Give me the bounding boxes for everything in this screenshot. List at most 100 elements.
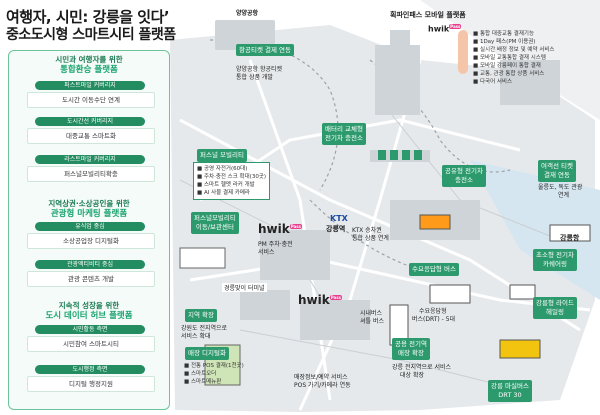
hwik-pass-title: 휙파인패스 모바일 플랫폼 xyxy=(390,11,466,19)
hwik-pass-badge: Pass xyxy=(449,24,462,29)
ev-expansion-line1: 공용 전기역 xyxy=(395,340,427,348)
cruise-card-line1: 여객선 티켓 xyxy=(541,162,573,170)
section1-item2-header: 도시간선 커버리지 xyxy=(35,117,145,126)
hwik-station-text: hwik xyxy=(258,222,290,236)
store-feature-3: ■ 스마트메뉴판 xyxy=(184,379,222,385)
demand-bus-card: 수요응답형 버스 xyxy=(409,263,459,276)
hwik-logo-center: hwikPass xyxy=(298,293,343,307)
section2-title-line1: 지역상권·소상공인을 위한 xyxy=(48,199,130,208)
section3-title-line1: 지속적 성장을 위한 xyxy=(58,301,120,310)
ride-hailing-card: 강릉형 라이드 헤일링 xyxy=(533,297,577,319)
section3-item1-value: 시민참여 스마트시티 xyxy=(27,336,155,352)
pm-parking-line2: 서비스 xyxy=(258,249,275,256)
shared-ev-charging-card: 공유형 전기차 충전소 xyxy=(442,165,486,187)
section1-item3-value: 퍼스널모빌리티확충 xyxy=(27,166,155,182)
local-expansion-card: 지역 확장 xyxy=(185,309,217,322)
battery-card-line2: 전기차 충전소 xyxy=(325,134,363,142)
gangneung-bus-card: 강릉 마실버스 DRT 30 xyxy=(488,380,532,402)
section3-title: 지속적 성장을 위한 도시 데이터 허브 플랫폼 xyxy=(9,301,169,321)
gangneung-port-label: 강릉항 xyxy=(560,234,580,242)
section3-item1-header: 시민활동 측면 xyxy=(35,325,145,334)
section1-item3-header: 라스트마일 커버리지 xyxy=(35,155,145,164)
ev-expansion-desc1: 강릉 전지역으로 서비스 xyxy=(392,364,452,371)
section2-item1-value: 소상공업장 디지털화 xyxy=(27,233,155,249)
hwik-center-text: hwik xyxy=(298,293,330,307)
airport-desc-line2: 통합 상품 개발 xyxy=(236,74,273,81)
section1-item2-value: 대중교통 스마트화 xyxy=(27,128,155,144)
section1-title: 시민과 여행자를 위한 통합환승 플랫폼 xyxy=(9,55,169,75)
store-feature-1: ■ 전통 POS 결재(1천곳) xyxy=(184,363,244,369)
section1-item1-header: 퍼스트마일 커버리지 xyxy=(35,81,145,90)
pm-feature-2: ■ 주차·충전 스크 확대(30곳) xyxy=(197,174,267,180)
main-title-line2: 중소도시형 스마트시티 플랫폼 xyxy=(6,27,176,43)
cruise-desc-line2: 연계 xyxy=(558,192,570,199)
demand-bus-desc2: 버스(DRT) - 5대 xyxy=(412,316,456,323)
shared-ev-line2: 충전소 xyxy=(455,176,473,184)
ev-expansion-desc2: 대상 확장 xyxy=(400,372,424,379)
smart-terminal-label: 경릉맞이 터미널 xyxy=(222,283,267,292)
airport-card-title: 항공티켓 결제 연동 xyxy=(239,46,291,54)
local-expansion-desc1: 강원도 전지역으로 xyxy=(181,325,228,332)
cruise-card-line2: 결재 연동 xyxy=(543,171,570,179)
pm-feature-3: ■ 스마트 헬멧 라커 개발 xyxy=(197,182,255,188)
ktx-ticket-line2: 통합 상품 연계 xyxy=(352,235,389,242)
cruise-ticket-card: 여객선 티켓 결재 연동 xyxy=(538,160,576,182)
hwik-feature-3: ■ 실시간 배정 정보 및 예약 서비스 xyxy=(473,47,555,53)
hwik-pass-feature-list: ■ 통합 대중교통 결재기능 ■ 1Day 패스(PM 이용권) ■ 실시간 배… xyxy=(470,28,557,88)
shared-ev-line1: 공유형 전기차 xyxy=(445,167,483,175)
battery-swap-card: 배터리 교체형 전기차 충전소 xyxy=(322,123,366,145)
gangneung-station-label: 강릉역 xyxy=(326,225,346,233)
ev-expansion-line2: 매장 확장 xyxy=(397,349,424,357)
hwik-feature-1: ■ 통합 대중교통 결재기능 xyxy=(473,31,535,37)
personal-mobility-list: ■ 공영 자전거(60대) ■ 주차·충전 스크 확대(30곳) ■ 스마트 헬… xyxy=(193,162,271,200)
city-bus-label: 시내버스 xyxy=(360,310,383,317)
hwik-feature-5: ■ 모바일 강릉페이 통합 결재 xyxy=(473,63,541,69)
hwik-pass-logo: hwikPass xyxy=(428,24,462,34)
store-feature-2: ■ 스마트오더 xyxy=(184,371,217,377)
hwik-feature-4: ■ 모바일 교통통합 결재 시스템 xyxy=(473,55,546,61)
section1-title-line2: 통합환승 플랫폼 xyxy=(60,65,118,75)
platform-overview-panel: 시민과 여행자를 위한 통합환승 플랫폼 퍼스트마일 커버리지 도시간 이동수단… xyxy=(8,50,170,410)
small-ev-card: 초소형 전기차 카쉐어링 xyxy=(533,249,577,271)
small-ev-line1: 초소형 전기차 xyxy=(536,251,574,259)
section2-item2-value: 관광 콘텐츠 개발 xyxy=(27,271,155,287)
hwik-feature-2: ■ 1Day 패스(PM 이용권) xyxy=(473,39,536,45)
section3-title-line2: 도시 데이터 허브 플랫폼 xyxy=(45,311,133,321)
pm-parking-line1: PM 주차·충전 xyxy=(258,241,293,248)
store-digital-list: ■ 전통 POS 결재(1천곳) ■ 스마트오더 ■ 스마트메뉴판 xyxy=(181,360,247,388)
gangneung-bus-line2: DRT 30 xyxy=(498,391,522,399)
ktx-label: KTX xyxy=(330,214,348,223)
section2-title: 지역상권·소상공인을 위한 관광형 마케팅 플랫폼 xyxy=(9,199,169,219)
section2-item1-header: 유식업 중심 xyxy=(35,222,145,231)
airport-desc-line1: 양양공항 항공티켓 xyxy=(236,66,283,73)
pm-feature-4: ■ AI 사물 결제 카메라 xyxy=(197,190,250,196)
pm-hub-line2: 이동/보관센터 xyxy=(195,223,234,231)
hwik-pass-logo-text: hwik xyxy=(428,24,450,34)
ride-hailing-line2: 헤일링 xyxy=(546,308,564,316)
demand-bus-desc1: 수요응답형 xyxy=(419,308,447,315)
battery-card-line1: 배터리 교체형 xyxy=(325,125,363,133)
ev-expansion-card: 공용 전기역 매장 확장 xyxy=(392,338,430,360)
store-data-line1: 매장정보/예약 서비스 xyxy=(294,374,348,381)
shuttle-bus-label: 셔틀 버스 xyxy=(360,318,384,325)
section3-item2-header: 도시행정 측면 xyxy=(35,365,145,374)
pm-hub-line1: 퍼스널모빌리티 xyxy=(194,214,236,222)
cruise-desc-line1: 울릉도, 독도 관광 xyxy=(538,184,583,191)
small-ev-line2: 카쉐어링 xyxy=(543,260,567,268)
gangneung-bus-line1: 강릉 마실버스 xyxy=(491,382,529,390)
hwik-feature-6: ■ 교통, 관광 통합 상품 서비스 xyxy=(473,71,545,77)
local-expansion-desc2: 서비스 확대 xyxy=(181,333,211,340)
pm-feature-1: ■ 공영 자전거(60대) xyxy=(197,166,248,172)
airport-ticket-card: 항공티켓 결제 연동 xyxy=(236,44,294,56)
person-illustration xyxy=(458,30,468,74)
hwik-logo-station: hwikPass xyxy=(258,222,303,236)
store-data-line2: POS 가기/카메라 연동 xyxy=(294,382,351,389)
hwik-feature-7: ■ 다국어 서비스 xyxy=(473,79,513,85)
airport-label: 양양공항 xyxy=(236,10,259,17)
section3-item2-value: 디지털 행정지원 xyxy=(27,376,155,392)
pm-hub-card: 퍼스널모빌리티 이동/보관센터 xyxy=(191,212,239,234)
section1-item1-value: 도시간 이동수단 연계 xyxy=(27,92,155,108)
section2-item2-header: 관광액티비티 중심 xyxy=(35,260,145,269)
section2-title-line2: 관광형 마케팅 플랫폼 xyxy=(50,209,128,219)
store-digital-card: 매장 디지털화 xyxy=(185,347,229,360)
